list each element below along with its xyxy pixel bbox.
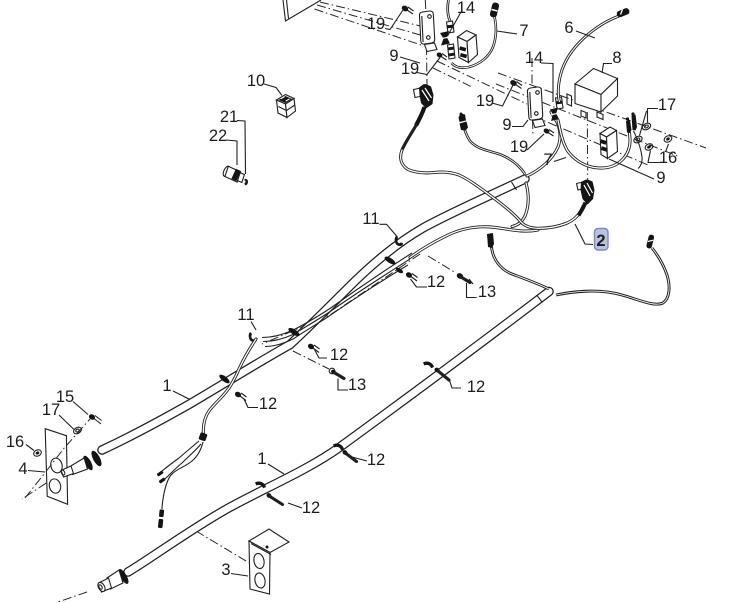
svg-text:8: 8 [612, 49, 621, 67]
svg-text:6: 6 [564, 19, 573, 37]
svg-text:13: 13 [348, 376, 366, 394]
svg-text:7: 7 [519, 22, 528, 40]
svg-text:19: 19 [510, 138, 528, 156]
svg-text:12: 12 [467, 378, 485, 396]
svg-text:14: 14 [457, 0, 475, 17]
svg-text:9: 9 [389, 47, 398, 65]
svg-text:19: 19 [401, 60, 419, 78]
svg-text:12: 12 [330, 346, 348, 364]
svg-text:12: 12 [427, 273, 445, 291]
svg-text:15: 15 [56, 388, 74, 406]
svg-text:9: 9 [656, 169, 665, 187]
svg-text:16: 16 [6, 433, 24, 451]
svg-text:12: 12 [367, 451, 385, 469]
svg-text:9: 9 [502, 116, 511, 134]
svg-text:10: 10 [247, 72, 265, 90]
svg-text:16: 16 [659, 149, 677, 167]
svg-text:3: 3 [221, 561, 230, 579]
svg-text:4: 4 [18, 460, 27, 478]
svg-text:21: 21 [220, 108, 238, 126]
svg-text:12: 12 [259, 395, 277, 413]
svg-text:7: 7 [543, 151, 552, 169]
svg-text:11: 11 [362, 210, 379, 228]
svg-text:19: 19 [367, 15, 385, 33]
svg-text:1: 1 [162, 377, 171, 395]
svg-text:17: 17 [658, 96, 676, 114]
svg-text:11: 11 [237, 306, 254, 324]
svg-text:14: 14 [525, 49, 543, 67]
svg-text:17: 17 [42, 401, 60, 419]
svg-text:1: 1 [257, 450, 266, 468]
svg-text:19: 19 [476, 92, 494, 110]
svg-text:13: 13 [478, 283, 496, 301]
svg-text:12: 12 [302, 499, 320, 517]
svg-text:22: 22 [209, 127, 227, 145]
svg-text:2: 2 [596, 232, 605, 250]
